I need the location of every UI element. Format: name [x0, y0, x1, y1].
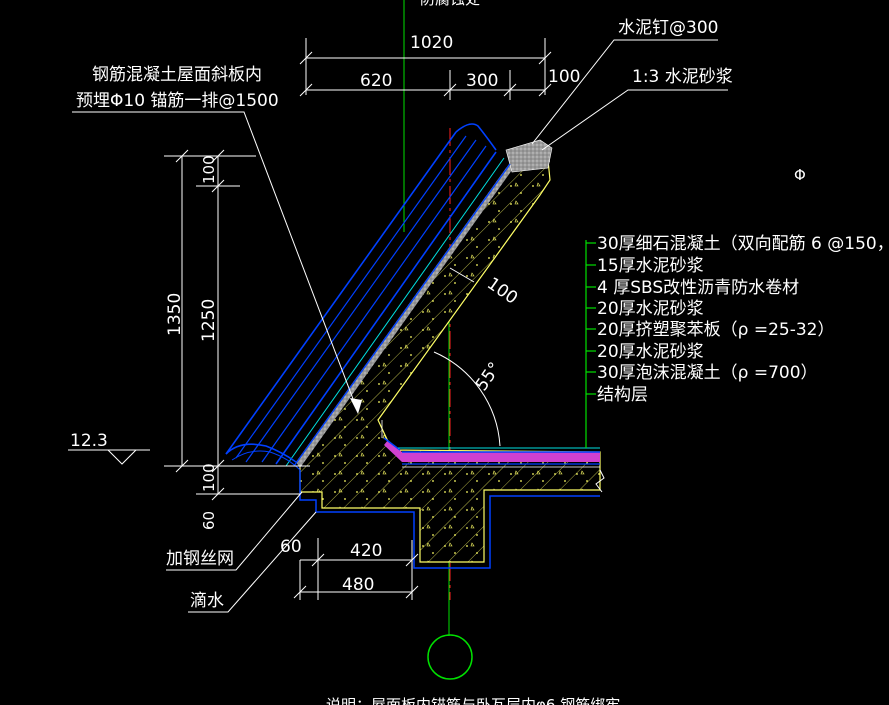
dim-420: 420 [350, 541, 382, 561]
slope-line-2 [235, 135, 467, 459]
slope-line-7 [293, 163, 511, 467]
slope-line-1 [225, 131, 457, 455]
tile-curl-bottom [225, 443, 297, 463]
elevation-label: 12.3 [70, 431, 108, 451]
layer-7: 30厚泡沫混凝土（ρ =700） [597, 363, 818, 383]
dim-620: 620 [360, 71, 392, 91]
flat-roof-waterproof [383, 437, 401, 451]
break-line [595, 469, 605, 493]
cement-mortar-cap [505, 139, 553, 173]
bottom-dimensions [293, 538, 419, 600]
tile-curl-bottom-2 [231, 450, 301, 471]
mesh-label: 加钢丝网 [166, 549, 234, 569]
dim-300: 300 [466, 71, 498, 91]
drip-label: 滴水 [190, 591, 224, 611]
left-dimensions [164, 149, 310, 501]
mesh-leader [166, 491, 303, 571]
slab-outline-blue [299, 470, 600, 569]
dim-60-vertical: 60 [200, 511, 218, 530]
layer-5: 20厚挤塑聚苯板（ρ =25-32） [597, 320, 834, 340]
layer-1: 30厚细石混凝土（双向配筋 6 @150，设分 [597, 234, 889, 254]
top-dimensions [299, 38, 552, 100]
layer-8: 结构层 [597, 385, 648, 405]
nail-leader [531, 39, 718, 145]
layer-4: 20厚水泥砂浆 [597, 299, 704, 319]
anchor-label-line1: 钢筋混凝土屋面斜板内 [92, 65, 262, 85]
sloped-mortar-layer [296, 146, 550, 468]
slope-line-4 [261, 145, 487, 463]
dim-1250: 1250 [199, 299, 219, 342]
elevation-triangle [107, 449, 137, 465]
layer-3: 4 厚SBS改性沥青防水卷材 [597, 278, 799, 298]
dim-1350: 1350 [165, 293, 185, 336]
tile-curl-top [455, 123, 497, 151]
anchor-leader [72, 111, 359, 413]
anchor-label-line2: 预埋Φ10 锚筋一排@1500 [76, 91, 279, 111]
dim-100-top: 100 [548, 67, 580, 87]
bottom-note: 说明：屋面板内锚筋与卧瓦层内φ6 钢筋绑牢 [326, 696, 620, 705]
nail-label: 水泥钉@300 [618, 18, 718, 38]
slab-thickness-dim [449, 267, 475, 283]
layer-leader-ticks [586, 242, 596, 395]
mortar-label: 1:3 水泥砂浆 [632, 67, 733, 87]
layer-2: 15厚水泥砂浆 [597, 256, 704, 276]
phi-symbol: Φ [794, 166, 806, 184]
dim-100-upper: 100 [200, 155, 218, 184]
dim-100-lower: 100 [200, 463, 218, 492]
mortar-leader [541, 89, 728, 151]
slab-thickness-label: 100 [483, 274, 521, 309]
axis-bubble [427, 634, 473, 680]
anchor-leader-arrow [350, 398, 362, 414]
slope-line-6 [285, 157, 505, 467]
layer-6: 20厚水泥砂浆 [597, 342, 704, 362]
dim-60-horizontal: 60 [280, 537, 302, 557]
drip-leader [188, 511, 317, 613]
dim-total-width: 1020 [410, 33, 453, 53]
angle-arc [433, 351, 501, 447]
slope-line-3 [245, 139, 477, 463]
top-cut-text: 防腐蚀处 [420, 0, 480, 8]
slope-line-5 [275, 151, 497, 465]
flat-roof-insulation [384, 440, 600, 462]
angle-label: 55° [472, 359, 506, 395]
dim-480: 480 [342, 575, 374, 595]
